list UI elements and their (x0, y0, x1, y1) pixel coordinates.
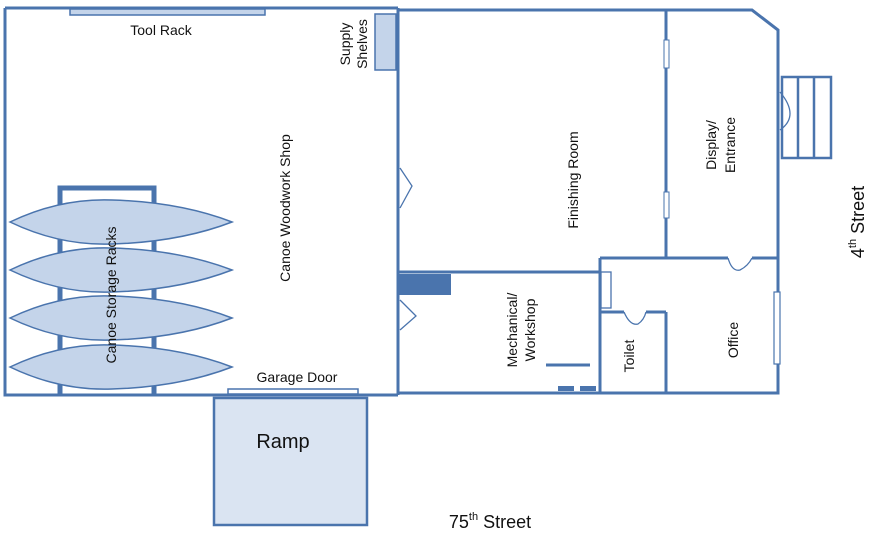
tool-rack-label: Tool Rack (130, 22, 192, 38)
opening-finishing-display-lower (663, 191, 670, 219)
door-display-office (727, 257, 753, 271)
canoe-shape (8, 344, 235, 390)
ramp-shape (212, 396, 369, 527)
display-entrance-label-2: Entrance (722, 117, 738, 173)
office-window (773, 291, 781, 365)
supply-shelves-label-2: Shelves (354, 19, 370, 69)
garage-door-shape (227, 388, 359, 395)
entrance-steps (780, 75, 833, 160)
canoe-storage-rack (8, 185, 235, 395)
woodwork-shop-label: Canoe Woodwork Shop (277, 134, 293, 282)
finishing-room-label: Finishing Room (565, 131, 581, 228)
door-mechanical-toilet (600, 271, 612, 309)
east-street-ordinal: th (847, 239, 859, 248)
opening-finishing-display-upper (663, 39, 670, 69)
door-toilet (623, 311, 647, 325)
storage-racks-label: Canoe Storage Racks (103, 227, 119, 364)
mechanical-workshop-label-2: Workshop (522, 298, 538, 361)
south-street-number: 75 (449, 512, 469, 532)
floor-vent (558, 386, 574, 391)
mechanical-block (399, 274, 451, 295)
office-label: Office (725, 322, 741, 359)
ramp-label: Ramp (256, 431, 309, 453)
south-street-word: Street (478, 512, 531, 532)
east-street-word: Street (848, 186, 868, 239)
south-street-label: 75th Street (449, 511, 531, 532)
floor-vent (580, 386, 596, 391)
building-walls (3, 6, 780, 397)
wall-toilet-office (646, 310, 668, 393)
supply-shelves-shape (374, 13, 397, 71)
door-woodwork-finishing (399, 167, 413, 209)
garage-door-label: Garage Door (257, 369, 338, 385)
rack-frame (57, 185, 157, 395)
supply-shelves-label-1: Supply (337, 23, 353, 66)
tool-rack-shape (69, 8, 266, 16)
outer-wall-right-building (396, 8, 780, 395)
toilet-label: Toilet (621, 340, 637, 373)
canoe-shape (8, 247, 235, 293)
outer-wall-left-building (3, 6, 398, 397)
east-street-label: 4th Street (847, 186, 868, 258)
canoe-shape (8, 295, 235, 341)
east-street-number: 4 (848, 248, 868, 258)
door-woodwork-mechanical (399, 299, 417, 331)
south-street-ordinal: th (469, 511, 478, 523)
display-entrance-label-1: Display/ (703, 120, 719, 170)
canoe-shape (8, 199, 235, 245)
mechanical-workshop-label-1: Mechanical/ (504, 293, 520, 368)
